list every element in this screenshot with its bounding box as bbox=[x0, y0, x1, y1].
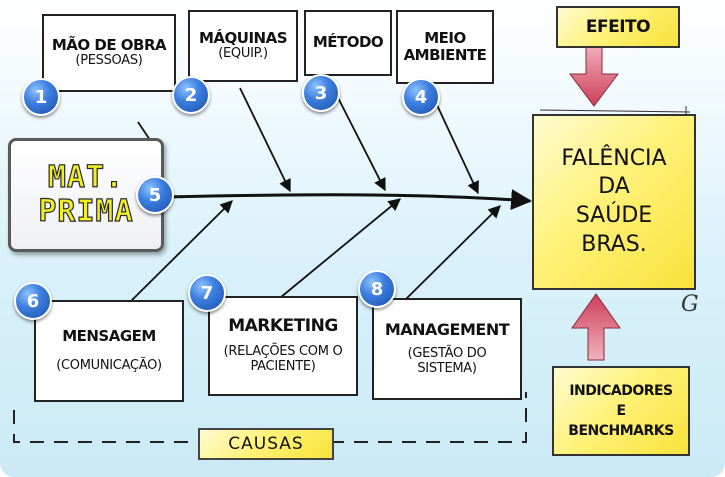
badge-5: 5 bbox=[136, 176, 174, 214]
cause-title: MÃO DE OBRA bbox=[51, 35, 167, 54]
cause-box-mao-de-obra: MÃO DE OBRA (PESSOAS) bbox=[42, 14, 176, 92]
cause-title: MANAGEMENT bbox=[384, 319, 510, 339]
effect-arrow bbox=[569, 43, 619, 107]
causes-bracket bbox=[13, 392, 527, 443]
signature: G bbox=[681, 292, 699, 317]
rib-3 bbox=[329, 81, 386, 192]
effect-line4: BRAS. bbox=[581, 231, 647, 257]
badge-4: 4 bbox=[402, 78, 440, 116]
badge-1: 1 bbox=[22, 78, 60, 116]
effect-label: EFEITO bbox=[556, 6, 680, 48]
indicator-arrow bbox=[571, 293, 621, 361]
cause-title: MENSAGEM bbox=[62, 326, 156, 345]
indicators-line2: E bbox=[616, 402, 626, 419]
cause-subtitle: AMBIENTE bbox=[403, 46, 487, 64]
cause-box-management: MANAGEMENT (GESTÃO DO SISTEMA) bbox=[372, 298, 522, 400]
badge-7: 7 bbox=[188, 274, 226, 312]
badge-2: 2 bbox=[172, 76, 210, 114]
rib-6 bbox=[127, 200, 233, 305]
spine-arrow bbox=[164, 189, 533, 211]
indicators-line1: INDICADORES bbox=[569, 382, 673, 399]
cause-box-marketing: MARKETING (RELAÇÕES COM O PACIENTE) bbox=[208, 296, 358, 396]
cause-box-metodo: MÉTODO bbox=[304, 10, 392, 76]
cause-subtitle: (EQUIP.) bbox=[218, 46, 268, 62]
cause-title: MÉTODO bbox=[312, 33, 384, 52]
effect-line1: FALÊNCIA bbox=[561, 145, 667, 171]
badge-3: 3 bbox=[302, 74, 340, 112]
rib-1 bbox=[137, 121, 151, 141]
materia-prima-line1: MAT. bbox=[47, 159, 125, 195]
badge-6: 6 bbox=[14, 282, 52, 320]
rib-4 bbox=[429, 89, 479, 195]
cause-box-maquinas: MÁQUINAS (EQUIP.) bbox=[188, 10, 298, 82]
cause-subtitle: (COMUNICAÇÃO) bbox=[56, 358, 162, 374]
materia-prima-line2: PRIMA bbox=[38, 194, 134, 229]
cause-title: MEIO bbox=[424, 28, 466, 47]
cause-title: MÁQUINAS bbox=[198, 28, 288, 47]
causes-label-text: CAUSAS bbox=[228, 434, 304, 454]
rib-7 bbox=[274, 198, 401, 303]
cause-box-mensagem: MENSAGEM (COMUNICAÇÃO) bbox=[34, 300, 184, 402]
cause-subtitle: (GESTÃO DO SISTEMA) bbox=[407, 346, 487, 377]
materia-prima-box: MAT. PRIMA bbox=[8, 138, 164, 252]
effect-line3: SAÚDE bbox=[575, 203, 653, 228]
effect-label-text: EFEITO bbox=[585, 17, 651, 37]
indicators-line3: BENCHMARKS bbox=[568, 423, 674, 440]
causes-label: CAUSAS bbox=[198, 428, 334, 460]
cause-subtitle: (PESSOAS) bbox=[75, 53, 143, 69]
indicators-box: INDICADORES E BENCHMARKS bbox=[552, 366, 690, 456]
cause-box-meio-ambiente: MEIO AMBIENTE bbox=[396, 10, 494, 84]
effect-box: FALÊNCIA DA SAÚDE BRAS. bbox=[532, 114, 696, 290]
cause-subtitle: (RELAÇÕES COM O PACIENTE) bbox=[223, 343, 343, 374]
rib-2 bbox=[239, 87, 291, 193]
effect-line2: DA bbox=[598, 174, 630, 200]
rib-8 bbox=[404, 205, 501, 301]
badge-8: 8 bbox=[358, 270, 396, 308]
cause-title: MARKETING bbox=[228, 316, 338, 337]
